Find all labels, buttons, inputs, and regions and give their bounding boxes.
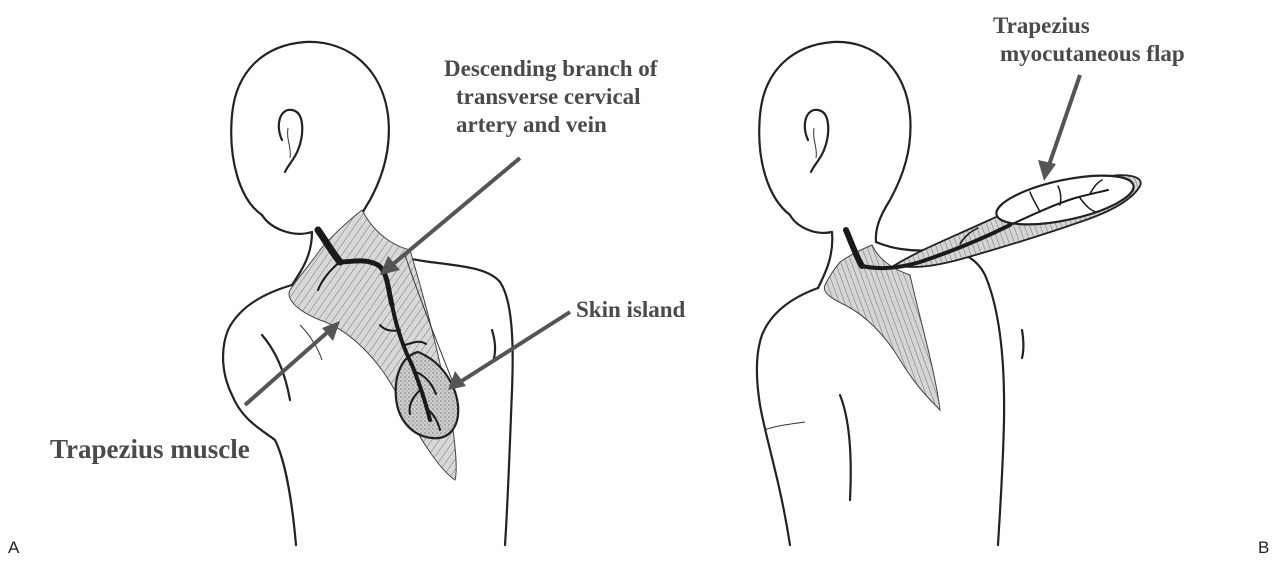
panel-a-skin-island — [396, 352, 459, 438]
label-descending-branch-line1: Descending branch of — [444, 55, 657, 83]
panel-b-arrows — [1038, 75, 1080, 181]
panel-b-face-outline — [790, 215, 832, 233]
arrow-flap — [1048, 75, 1080, 168]
panel-b-head-outline — [759, 42, 910, 242]
panel-b-ear — [805, 110, 828, 172]
arrow-vessel — [392, 158, 520, 265]
panel-a-head-outline — [231, 42, 389, 240]
panel-b-shoulder-outline — [757, 288, 818, 545]
panel-letter-a: A — [8, 538, 19, 558]
label-trapezius-muscle: Trapezius muscle — [50, 433, 250, 466]
label-trapezius-flap: Trapezius myocutaneous flap — [988, 12, 1185, 68]
panel-a-face-outline — [262, 215, 312, 234]
label-skin-island: Skin island — [576, 296, 685, 324]
arrow-skin-island — [460, 312, 570, 382]
label-descending-branch: Descending branch of transverse cervical… — [444, 55, 657, 139]
label-descending-branch-line3: artery and vein — [444, 111, 657, 139]
panel-a-ear — [279, 110, 302, 172]
label-descending-branch-line2: transverse cervical — [444, 83, 657, 111]
panel-a-shoulder-outline — [223, 285, 296, 545]
panel-b-figure — [757, 42, 1141, 545]
panel-letter-b: B — [1258, 538, 1269, 558]
label-trapezius-flap-line2: myocutaneous flap — [988, 40, 1185, 68]
label-trapezius-flap-line1: Trapezius — [988, 12, 1185, 40]
arrow-trapezius-muscle — [245, 330, 330, 405]
